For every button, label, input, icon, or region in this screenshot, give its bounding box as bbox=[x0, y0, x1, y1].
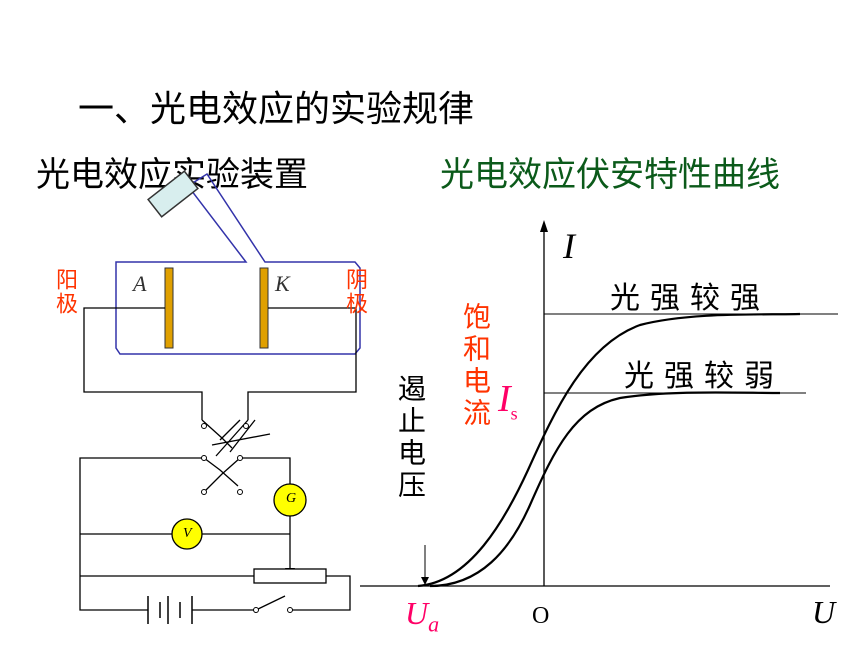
voltmeter bbox=[171, 518, 203, 550]
stopping-voltage-label: 遏止电压 bbox=[394, 374, 427, 502]
stopping-symbol-main: U bbox=[405, 595, 429, 631]
weak-light-label: 光强较弱 bbox=[624, 359, 784, 394]
cathode-plate bbox=[259, 267, 269, 349]
saturation-current-label: 饱和电流 bbox=[459, 302, 492, 430]
switch-pivot-2 bbox=[237, 489, 243, 495]
strong-light-label: 光强较强 bbox=[610, 281, 770, 316]
cathode-label: 阴极 bbox=[342, 268, 367, 316]
saturation-symbol-main: I bbox=[498, 378, 511, 420]
saturation-symbol-sub: s bbox=[510, 403, 518, 424]
tube-body bbox=[115, 172, 361, 355]
page-title: 一、光电效应的实验规律 bbox=[78, 89, 475, 130]
anode-label: 阳极 bbox=[52, 268, 77, 316]
saturation-symbol: Is bbox=[498, 380, 518, 423]
key-contact-1 bbox=[253, 607, 259, 613]
galvanometer bbox=[273, 483, 307, 517]
battery bbox=[147, 596, 193, 624]
stopping-symbol: Ua bbox=[405, 597, 439, 635]
switch-contact-right-bottom bbox=[237, 455, 243, 461]
rheostat bbox=[253, 568, 327, 584]
circuit-wires bbox=[79, 307, 357, 611]
switch-contact-right bbox=[243, 423, 249, 429]
stopping-symbol-sub: a bbox=[428, 611, 440, 637]
phototube bbox=[115, 172, 361, 355]
voltmeter-label: V bbox=[183, 526, 192, 541]
curve-strong bbox=[417, 312, 801, 588]
anode-plate bbox=[164, 267, 174, 349]
y-axis-arrow bbox=[540, 220, 548, 232]
plate-a-label: A bbox=[133, 271, 147, 296]
plate-k-label: K bbox=[275, 271, 290, 296]
curve-weak bbox=[429, 391, 781, 588]
stop-arrow-head bbox=[421, 577, 429, 585]
switch-contact-left-bottom bbox=[201, 455, 207, 461]
switch-contact-left bbox=[201, 423, 207, 429]
origin-label: O bbox=[532, 603, 550, 629]
switch-pivot-1 bbox=[201, 489, 207, 495]
key-contact-2 bbox=[287, 607, 293, 613]
x-axis-label: U bbox=[812, 594, 836, 630]
curve-heading: 光电效应伏安特性曲线 bbox=[440, 155, 780, 195]
y-axis-label: I bbox=[563, 226, 575, 266]
light-window bbox=[147, 170, 199, 218]
galvanometer-label: G bbox=[286, 491, 297, 506]
